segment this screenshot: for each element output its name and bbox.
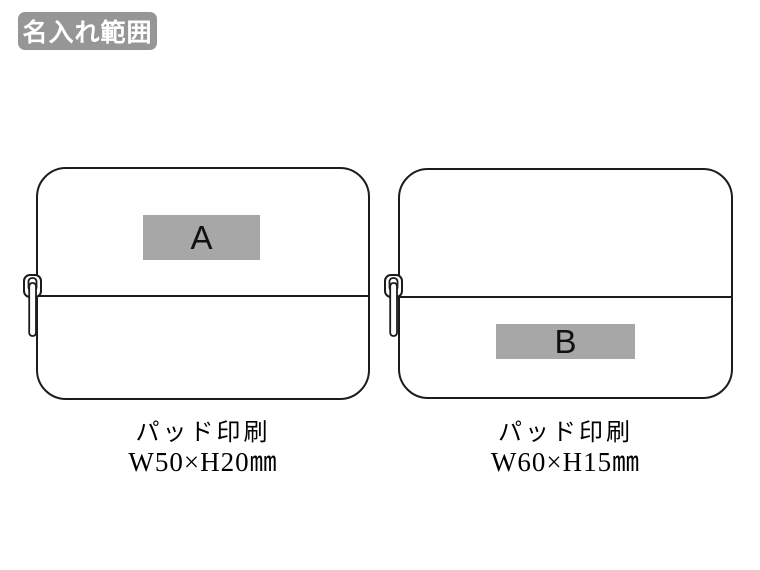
- pouch-outline-left: A: [36, 167, 370, 400]
- zipper-tab: [389, 282, 398, 337]
- print-area-a-label: A: [190, 219, 213, 256]
- zipper-tab: [28, 282, 37, 337]
- caption-right: パッド印刷 W60×H15㎜: [398, 419, 733, 477]
- print-size-label-right: W60×H15㎜: [490, 447, 641, 477]
- print-size-label-left: W50×H20㎜: [128, 447, 278, 477]
- print-area-a: A: [143, 215, 260, 260]
- zipper-pull-icon-left: [23, 274, 42, 337]
- zipper-line-right: [398, 296, 733, 298]
- print-method-label-left: パッド印刷: [135, 420, 271, 446]
- caption-left: パッド印刷 W50×H20㎜: [36, 419, 370, 477]
- zipper-line-left: [36, 295, 370, 297]
- section-title-badge: 名入れ範囲: [18, 12, 157, 50]
- zipper-pull-icon-right: [384, 274, 403, 337]
- section-title: 名入れ範囲: [22, 19, 153, 47]
- pouch-outline-right: B: [398, 168, 733, 399]
- print-area-b-label: B: [554, 323, 577, 360]
- print-area-b: B: [496, 324, 635, 359]
- print-method-label-right: パッド印刷: [498, 420, 633, 446]
